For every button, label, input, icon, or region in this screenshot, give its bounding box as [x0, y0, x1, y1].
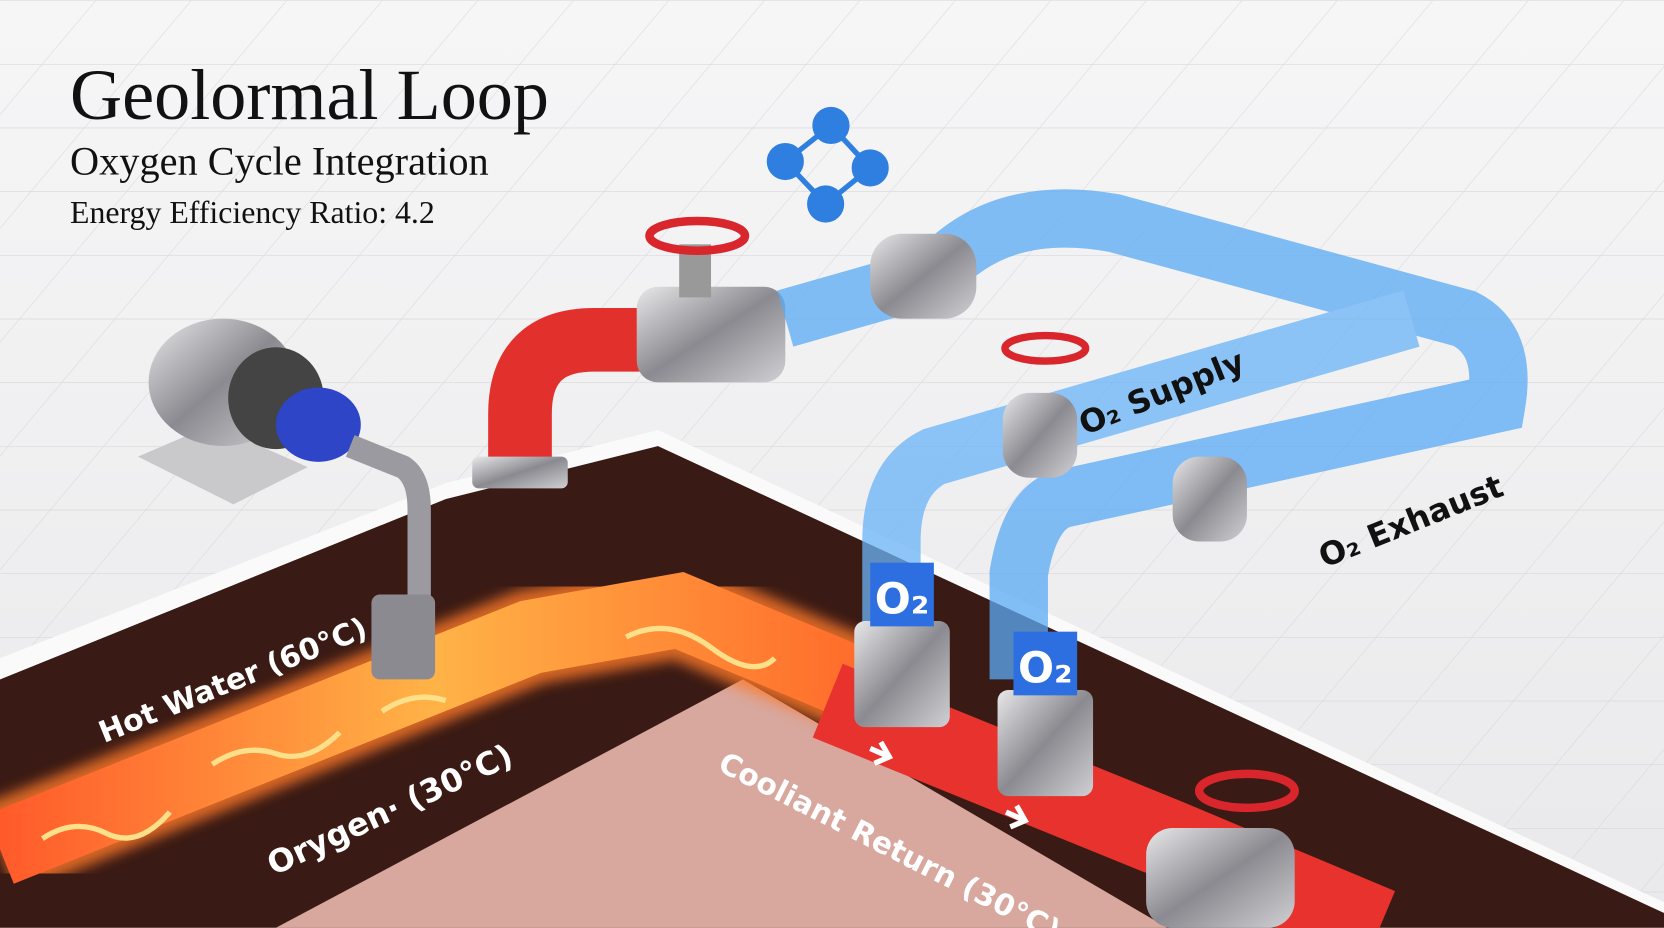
o2-badge: O₂: [1018, 645, 1073, 694]
valve-icon[interactable]: [1194, 769, 1299, 813]
page-subtitle: Oxygen Cycle Integration: [70, 138, 489, 183]
hot-water-pipe: [0, 488, 889, 894]
pump-motor-icon: [137, 318, 436, 680]
o2-pipes: [777, 189, 1528, 680]
valve-icon[interactable]: [1001, 331, 1090, 365]
oxygen-molecule-icon: [766, 106, 889, 223]
page-title: Geolormal Loop: [70, 55, 549, 135]
o2-badge: O₂: [875, 576, 930, 625]
pipe-flange: [472, 456, 568, 489]
main-valve[interactable]: [636, 216, 786, 383]
efficiency-ratio: Energy Efficiency Ratio: 4.2: [70, 195, 435, 230]
outlet-valve[interactable]: [1146, 769, 1299, 928]
o2-valves: [854, 233, 1247, 797]
valve-icon[interactable]: [645, 216, 750, 255]
hot-riser-pipe: [488, 308, 658, 478]
flow-arrow-icon: [869, 740, 1029, 830]
